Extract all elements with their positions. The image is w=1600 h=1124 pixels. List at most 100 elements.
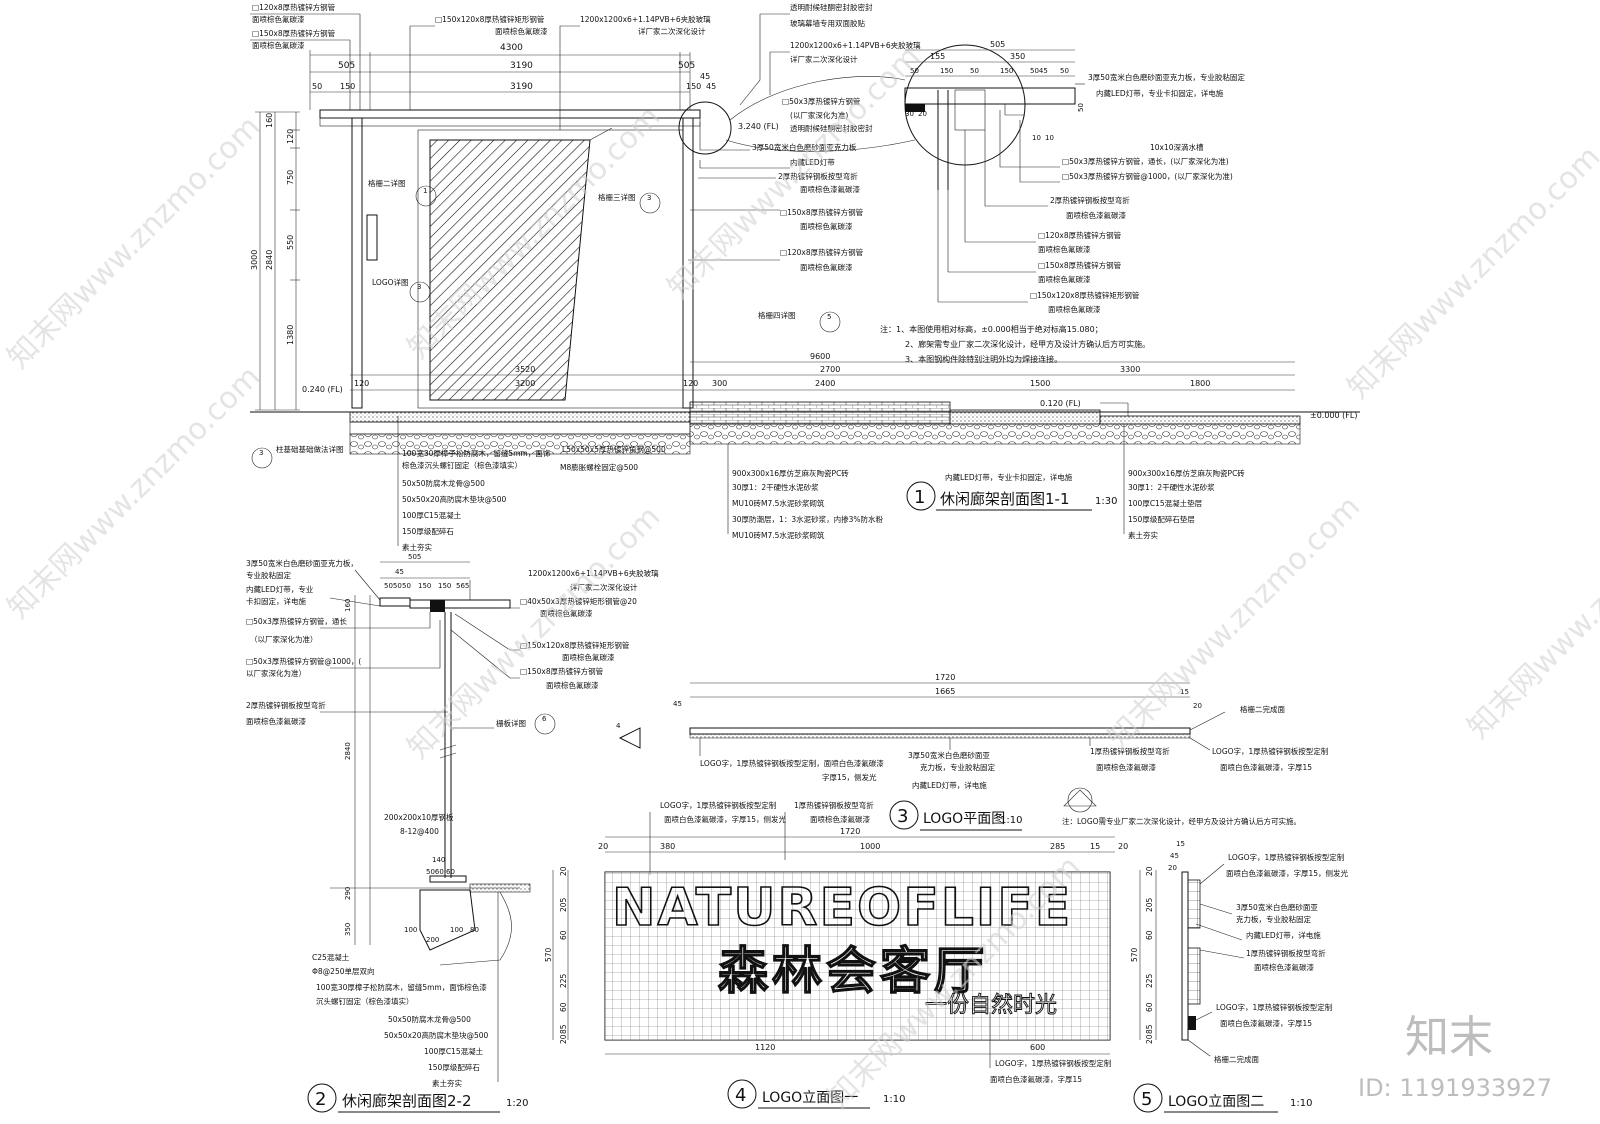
s5-title: LOGO立面图二 [1168,1094,1264,1110]
s1-dim-4300: 4300 [500,43,523,53]
s5-letter-block-3 [1188,1016,1196,1030]
callout-text: 面喷棕色氟碳漆 [495,26,548,36]
detail-dim: 20 [918,110,927,118]
callout-text: 1200x1200x6+1.14PVB+6夹胶玻璃 [528,568,659,578]
s2-structure [330,597,531,966]
s2-top-dims: 505 45 5050 50 150 150 565 160 2840 140 … [344,553,479,945]
dim: 3300 [1120,365,1140,374]
s3-marker-num: 4 [616,722,621,730]
callout-text: 100宽30厚樟子松防腐木，留缝5mm，面饰棕色漆 [316,982,487,992]
callout-text: 内藏LED灯带，专业 [246,584,314,594]
dim: 20 [559,866,568,876]
s1-dim-3190a: 3190 [510,61,533,71]
level-3240: 3.240 (FL) [738,122,779,131]
callout-text: 面喷棕色氟碳漆 [252,40,305,50]
logo-text-en: NATUREOFLIFE [612,878,1072,938]
dim: 20 [1168,864,1177,872]
callout-text: 内藏LED灯带 [790,157,835,167]
dim: 160 [344,599,352,612]
note-3: 3、本图钢构件除特别注明外均为焊接连接。 [905,354,1062,364]
s1-callouts-top: □120x8厚热镀锌方钢管 面喷棕色氟碳漆 □150x8厚热镀锌方钢管 面喷棕色… [250,2,921,130]
s2-scale: 1:20 [506,1098,528,1109]
dim: 570 [1130,947,1139,962]
callout-text: 3厚50宽米白色磨砂面亚克力板， [246,558,358,568]
ref-label: 格栅二详图 [368,178,406,188]
callout-text: 专业胶粘固定 [246,570,291,580]
dim: 3520 [515,365,535,374]
callout-text: MU10砖M7.5水泥砂浆砌筑 [732,530,825,540]
callout-text: 100厚C15混凝土 [402,510,462,520]
s5-scale: 1:10 [1290,1098,1312,1109]
detail-dim: 50 [1077,103,1085,112]
dim: 20 [598,842,608,851]
s1-dim-1380: 1380 [286,325,295,345]
s1-detail-drawing: 505 155 350 50 150 50 150 5045 50 50 30 … [904,40,1085,190]
callout-text: （以厂家深化为准） [250,634,318,644]
callout-text: □150x120x8厚热镀锌矩形钢管 [520,640,630,650]
callout-text: 面喷棕色氟碳漆 [1038,274,1091,284]
s4-bottom-dims: 1120 600 LOGO字，1厚热镀锌钢板按型定制 面喷白色漆氟碳漆，字厚15 [605,1012,1111,1084]
dim: 3200 [515,379,535,388]
callout-text: 面喷棕色氟碳漆 [252,14,305,24]
watermark-site: 知末网www.znzmo.com [1461,479,1600,745]
s4-number: 4 [735,1085,746,1106]
dim: 300 [712,379,727,388]
ref-number: 5 [827,313,831,321]
detail-dim: 50 [910,67,919,75]
dim: 60 [559,930,568,940]
detail-dim: 150 [1000,67,1013,75]
callout-text: □40x50x3厚热镀锌矩形钢管@20 [520,596,637,606]
callout-text: 玻璃幕墙专用双面胶贴 [790,18,865,28]
s1-screen-hatched [429,139,591,401]
logo-text-slogan: 一份自然时光 [925,993,1057,1018]
s1-logo-box [366,214,378,261]
dim: 205 [559,897,568,912]
s5-panel-edge [1181,871,1189,1041]
callout-text: 内藏LED灯带，专业卡扣固定，详电施 [945,472,1073,482]
callout-text: 面喷白色漆氟碳漆，字厚15 [1220,1018,1312,1028]
s1-dim-2840: 2840 [265,250,274,270]
s1-dim-120: 120 [286,129,295,144]
callout-text: C25混凝土 [312,952,350,962]
callout-text: 900x300x16厚仿芝麻灰陶瓷PC砖 [732,468,849,478]
s1-top-dimensions: 4300 505 3190 3190 505 45 50 150 150 45 [309,43,716,110]
s2-callouts-left: 3厚50宽米白色磨砂面亚克力板， 专业胶粘固定 内藏LED灯带，专业 卡扣固定，… [246,558,448,726]
callout-text: M8膨胀螺栓固定@500 [560,462,638,472]
s1-callouts-right: 3厚50宽米白色磨砂面亚克力板，专业胶粘固定 内藏LED灯带，专业卡扣固定，详电… [937,72,1245,314]
dim: 120 [354,379,369,388]
callout-text: 面喷棕色漆氟碳漆 [800,184,860,194]
s1-dim-750: 750 [286,170,295,185]
s1-dim-550: 550 [286,235,295,250]
detail-dim: 10 [1032,134,1041,142]
dim: 50 [402,582,411,590]
callout-text: □150x120x8厚热镀锌矩形钢管 [435,14,545,24]
dim: 600 [1030,1043,1045,1052]
callout-text: □120x8厚热镀锌方钢管 [780,247,864,257]
s5-letter-block-1 [1187,879,1201,929]
s1-title: 休闲廊架剖面图1-1 [940,490,1070,508]
dim: 2400 [815,379,835,388]
detail-dim: 150 [940,67,953,75]
s1-callouts-mid: □50x3厚热镀锌方钢管 (以厂家深化为准) 透明耐候硅酮密封胶密封 3厚50宽… [688,96,873,272]
callout-text: 面喷棕色氟碳漆 [800,221,853,231]
callout-text: 150厚级配碎石 [428,1062,480,1072]
callout-text: 内藏LED灯带，详电施 [1246,930,1321,940]
callout-text: L50x50x5厚热镀锌角钢@500 [562,444,666,454]
dim: 20 [1145,866,1154,876]
logo-note: 注：LOGO需专业厂家二次深化设计，经甲方及设计方确认后方可实施。 [1062,816,1301,826]
detail-dim: 10 [1045,134,1054,142]
callout-text: 2厚热镀锌钢板按型弯折 [246,700,326,710]
s4-left-dims: 20 205 60 570 225 60 85 20 [544,866,569,1044]
callout-text: 50x50x20高防腐木垫块@500 [402,494,507,504]
level-0120: 0.120 (FL) [1040,399,1081,408]
section-3-logo-plan: 1720 1665 15 20 45 格栅二完成面 4 LOGO字，1厚热镀锌钢… [616,673,1328,831]
callout-text: 50x50防腐木龙骨@500 [388,1014,471,1024]
callout-text: 3厚50宽米白色磨砂面亚克力板 [752,142,857,152]
watermark-brand: 知末 [1405,1012,1493,1063]
watermark-site: 知末网www.znzmo.com [401,499,667,765]
dim: 9600 [810,352,830,361]
callout-text: 3厚50宽米白色磨砂面亚克力板，专业胶粘固定 [1088,72,1245,82]
callout-text: 100宽30厚樟子松防腐木，留缝5mm，面饰 [402,448,551,458]
s1-dim-150b: 150 [686,82,701,91]
ref-number: 3 [417,283,421,291]
